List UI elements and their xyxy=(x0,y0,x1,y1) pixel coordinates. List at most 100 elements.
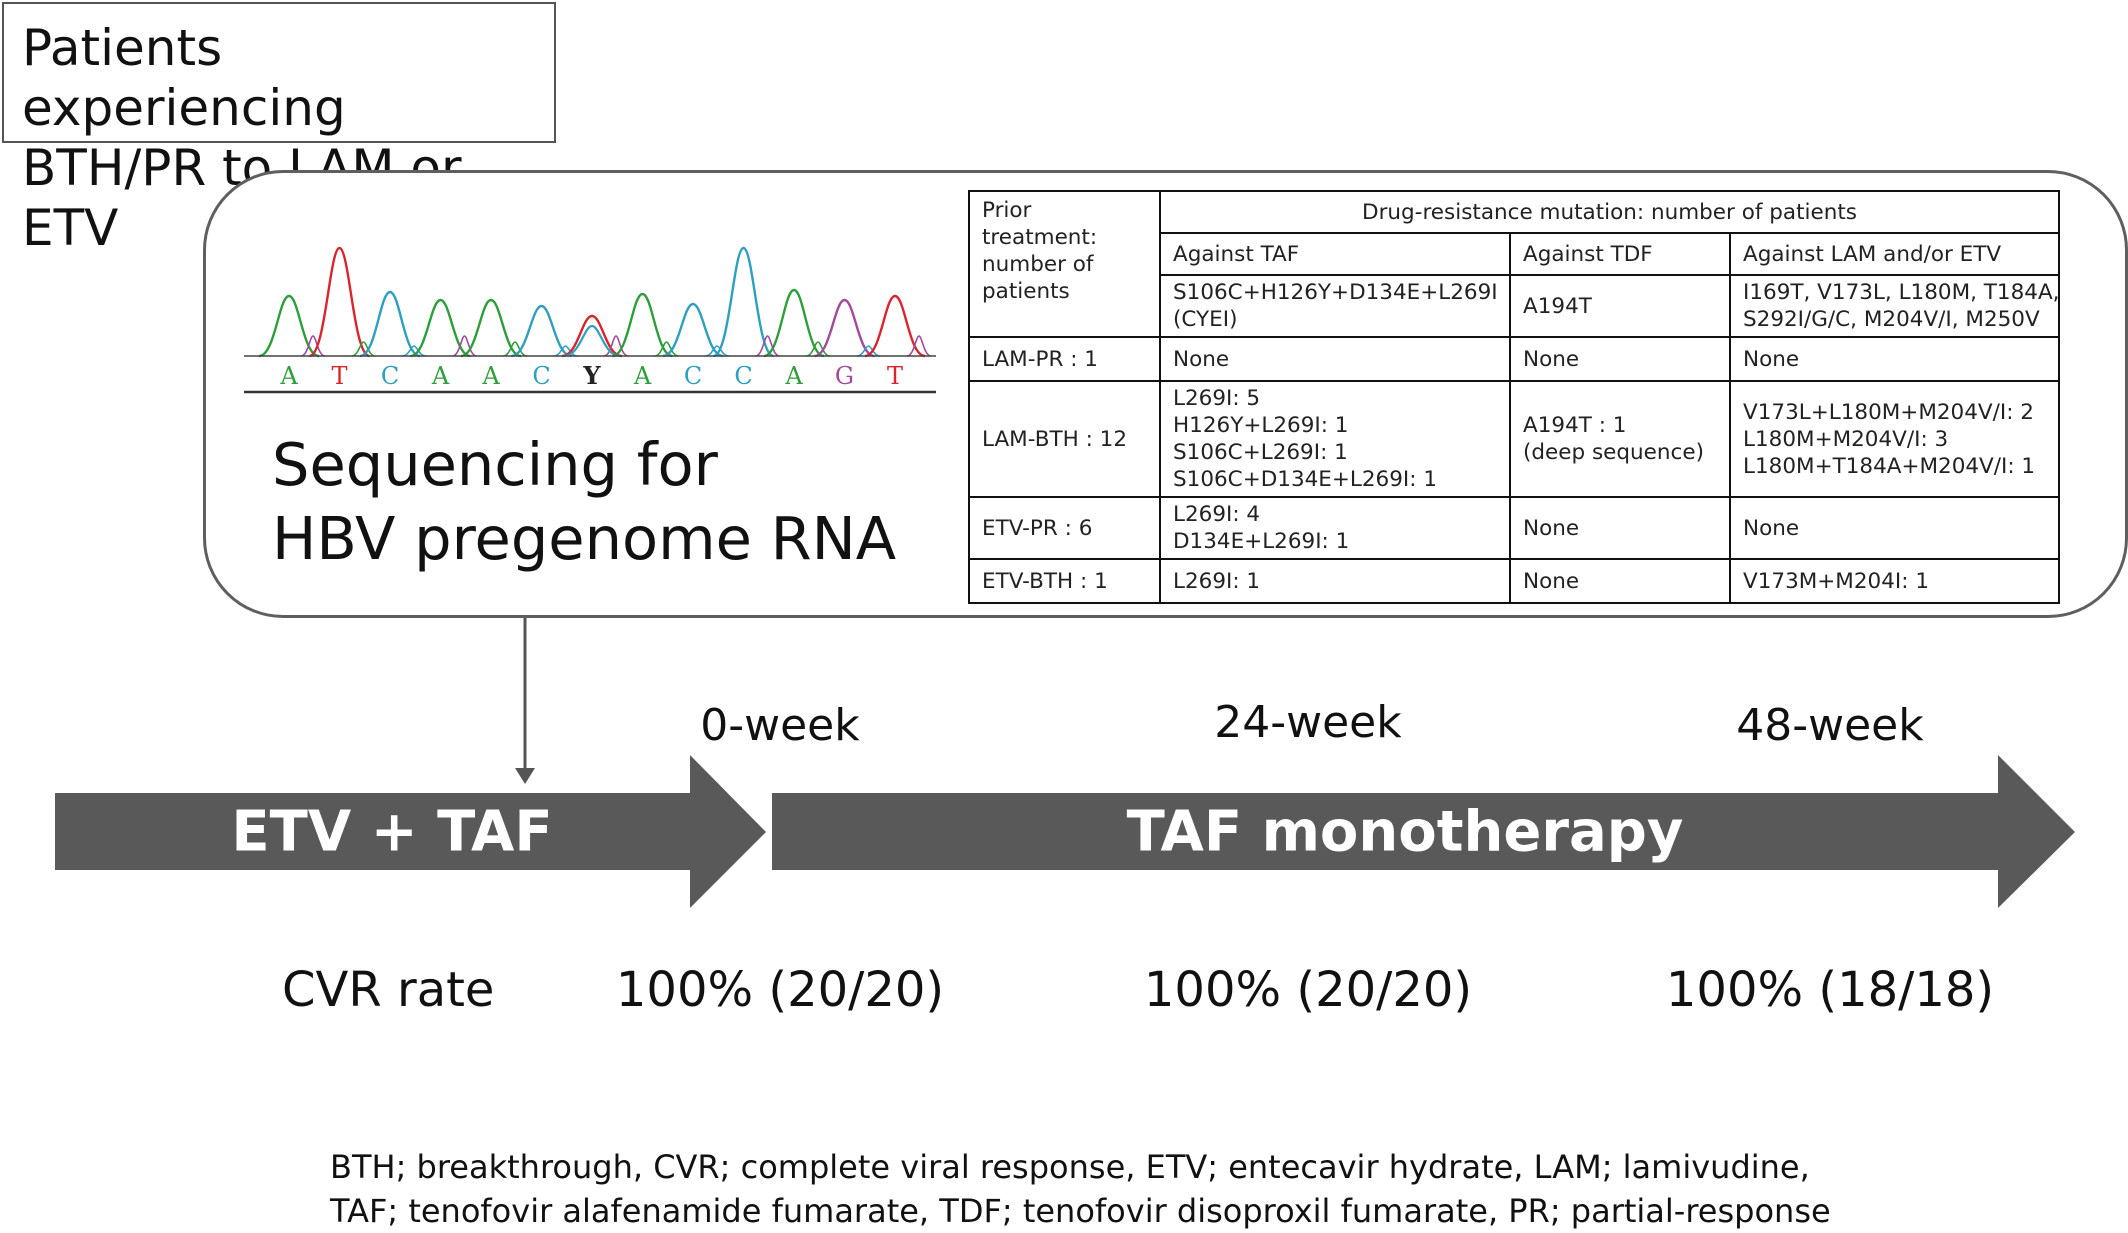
lam-etv-cell: None xyxy=(1729,496,2060,560)
lam-etv-cell: V173L+L180M+M204V/I: 2 L180M+M204V/I: 3 … xyxy=(1729,380,2060,498)
cvr-value: 100% (18/18) xyxy=(1665,962,1995,1018)
lam-etv-line: L180M+T184A+M204V/I: 1 xyxy=(1743,453,2036,479)
chromatogram-peak xyxy=(814,298,875,358)
sequence-base-label: C xyxy=(381,362,399,390)
chromatogram-minor-peak xyxy=(906,335,932,357)
lam-etv-cell: V173M+M204I: 1 xyxy=(1729,558,2060,604)
tdf-line: None xyxy=(1523,568,1580,594)
chromatogram-minor-peak xyxy=(502,341,528,357)
cvr-value: 100% (20/20) xyxy=(615,962,945,1018)
taf-line: S106C+L269I: 1 xyxy=(1173,440,1348,465)
prior-treatment-cell: ETV-BTH : 1 xyxy=(968,558,1161,604)
chromatogram-peak xyxy=(864,294,926,358)
table-row: LAM-PR : 1 None None None xyxy=(968,336,2060,382)
taf-line: S106C+D134E+L269I: 1 xyxy=(1173,467,1438,492)
patients-title-box: Patients experiencing BTH/PR to LAM or E… xyxy=(2,2,556,257)
prior-treatment-cell: ETV-PR : 6 xyxy=(968,496,1161,560)
chromatogram-peak xyxy=(763,288,825,358)
sequence-base-label: A xyxy=(481,362,500,390)
table-row: ETV-BTH : 1 L269I: 1 None V173M+M204I: 1 xyxy=(968,558,2060,604)
sequence-base-label: C xyxy=(532,362,550,390)
chromatogram-peak xyxy=(410,298,471,358)
prior-treatment-cell: LAM-PR : 1 xyxy=(968,336,1161,382)
lam-etv-cell: None xyxy=(1729,336,2060,382)
week-label: 24-week xyxy=(1214,697,1402,748)
tdf-line: None xyxy=(1523,515,1580,541)
sequence-base-label: A xyxy=(633,362,652,390)
patients-title-line1: Patients experiencing xyxy=(22,19,346,137)
taf-line: L269I: 5 xyxy=(1173,386,1261,411)
chromatogram-peak xyxy=(359,290,421,358)
taf-line: L269I: 4 xyxy=(1173,502,1261,527)
mutation-taf-line: (CYEI) xyxy=(1173,307,1238,332)
phase2-label: TAF monotherapy xyxy=(1126,799,1684,865)
sequence-base-label: T xyxy=(331,362,347,390)
chromatogram-minor-peak xyxy=(654,341,679,357)
taf-cell: L269I: 1 xyxy=(1159,558,1511,604)
chromatogram-peak xyxy=(460,298,522,358)
mutation-lam-etv-line: I169T, V173L, L180M, T184A, xyxy=(1743,280,2059,305)
tdf-cell: None xyxy=(1509,558,1731,604)
taf-cell: L269I: 5 H126Y+L269I: 1 S106C+L269I: 1 S… xyxy=(1159,380,1511,498)
drug-resistance-header: Drug-resistance mutation: number of pati… xyxy=(1159,190,2060,234)
footnote-line2: TAF; tenofovir alafenamide fumarate, TDF… xyxy=(330,1192,1831,1230)
tdf-cell: None xyxy=(1509,496,1731,560)
tdf-line: None xyxy=(1523,346,1580,372)
prior-treatment-header: Prior treatment: number of patients xyxy=(968,190,1161,338)
chromatogram-peak xyxy=(511,304,572,358)
chromatogram-minor-peak xyxy=(452,335,477,357)
taf-line: H126Y+L269I: 1 xyxy=(1173,413,1349,438)
panel-connector-arrowhead xyxy=(515,768,535,784)
mutation-lam-etv-line: S292I/G/C, M204V/I, M250V xyxy=(1743,307,2040,332)
taf-cell: None xyxy=(1159,336,1511,382)
prior-treatment-cell: LAM-BTH : 12 xyxy=(968,380,1161,498)
lam-etv-line: None xyxy=(1743,346,1800,372)
lam-etv-line: None xyxy=(1743,515,1800,541)
chromatogram-peak xyxy=(662,302,724,358)
sequence-base-label: C xyxy=(734,362,752,390)
table-row: ETV-PR : 6 L269I: 4 D134E+L269I: 1 None … xyxy=(968,496,2060,560)
chromatogram-minor-peak xyxy=(755,335,780,357)
sequencing-title: Sequencing for HBV pregenome RNA xyxy=(272,428,896,576)
sequence-base-label: Y xyxy=(582,361,601,390)
sequence-base-label: T xyxy=(887,362,903,390)
tdf-line: A194T : 1 xyxy=(1523,413,1627,438)
phase1-label: ETV + TAF xyxy=(231,799,553,865)
tdf-line: (deep sequence) xyxy=(1523,440,1704,465)
taf-line: None xyxy=(1173,346,1230,372)
abbreviation-footnote: BTH; breakthrough, CVR; complete viral r… xyxy=(330,1145,1831,1233)
sequencing-title-line2: HBV pregenome RNA xyxy=(272,504,897,573)
cvr-rate-label: CVR rate xyxy=(282,962,495,1018)
lam-etv-line: L180M+M204V/I: 3 xyxy=(1743,426,1949,452)
tdf-cell: A194T : 1 (deep sequence) xyxy=(1509,380,1731,498)
week-label: 48-week xyxy=(1736,700,1924,751)
mutation-tdf-line: A194T xyxy=(1523,293,1592,319)
chromatogram-minor-peak xyxy=(805,341,831,357)
sequencing-title-line1: Sequencing for xyxy=(272,430,718,499)
sequence-base-label: G xyxy=(835,362,854,390)
chromatogram-minor-peak xyxy=(704,345,730,357)
col-header-tdf: Against TDF xyxy=(1509,232,1731,276)
mutation-taf-cell: S106C+H126Y+D134E+L269I (CYEI) xyxy=(1159,274,1511,338)
taf-line: L269I: 1 xyxy=(1173,568,1261,594)
week-label: 0-week xyxy=(700,700,860,751)
chromatogram-minor-peak xyxy=(856,345,881,357)
col-header-taf: Against TAF xyxy=(1159,232,1511,276)
chromatogram-peak xyxy=(258,294,320,358)
chromatogram-peak xyxy=(561,314,623,358)
sequence-base-label: C xyxy=(684,362,702,390)
lam-etv-line: V173M+M204I: 1 xyxy=(1743,568,1929,594)
lam-etv-line: V173L+L180M+M204V/I: 2 xyxy=(1743,399,2034,425)
cvr-value: 100% (20/20) xyxy=(1143,962,1473,1018)
table-row: LAM-BTH : 12 L269I: 5 H126Y+L269I: 1 S10… xyxy=(968,380,2060,498)
taf-line: D134E+L269I: 1 xyxy=(1173,529,1350,554)
sequence-base-label: A xyxy=(431,362,450,390)
chromatogram-peak xyxy=(563,324,621,358)
chromatogram-minor-peak xyxy=(351,341,376,357)
chromatogram-peak xyxy=(612,292,673,358)
col-header-lam-etv: Against LAM and/or ETV xyxy=(1729,232,2060,276)
mutation-taf-line: S106C+H126Y+D134E+L269I xyxy=(1173,280,1498,305)
mutation-lam-etv-cell: I169T, V173L, L180M, T184A, S292I/G/C, M… xyxy=(1729,274,2060,338)
tdf-cell: None xyxy=(1509,336,1731,382)
taf-cell: L269I: 4 D134E+L269I: 1 xyxy=(1159,496,1511,560)
